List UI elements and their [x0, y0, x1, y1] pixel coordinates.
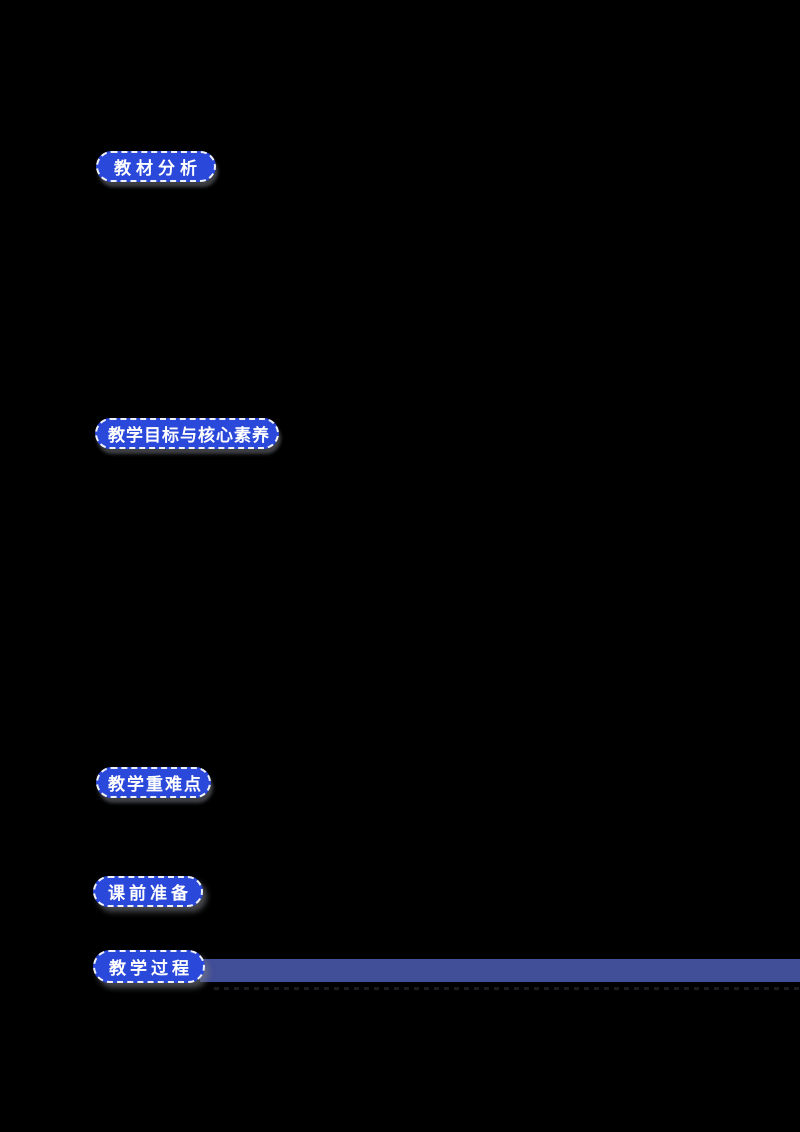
section-badge-textbook-analysis: 教材分析 [96, 151, 216, 182]
teaching-process-dashed-underline [214, 987, 800, 990]
teaching-process-header-bar [200, 959, 800, 982]
section-badge-key-difficult-points: 教学重难点 [96, 767, 211, 798]
section-badge-teaching-process: 教学过程 [93, 950, 205, 983]
section-badge-label: 教学重难点 [108, 775, 203, 794]
section-badge-label: 教材分析 [114, 159, 202, 178]
section-badge-label: 课前准备 [108, 884, 192, 903]
section-badge-preclass-preparation: 课前准备 [93, 876, 203, 907]
section-badge-label: 教学过程 [109, 959, 193, 978]
section-badge-teaching-objectives: 教学目标与核心素养 [95, 418, 279, 449]
section-badge-label: 教学目标与核心素养 [108, 426, 270, 445]
